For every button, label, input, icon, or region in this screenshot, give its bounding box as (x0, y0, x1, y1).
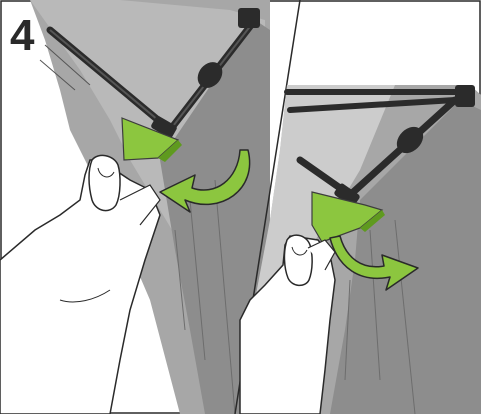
right-thumb (284, 235, 312, 285)
left-corner-bracket (238, 8, 260, 28)
right-panel (240, 85, 481, 414)
left-thumb (89, 155, 120, 210)
left-hand (0, 155, 160, 414)
right-corner-bracket (455, 85, 475, 107)
step-number: 4 (10, 11, 35, 60)
left-panel: 4 (0, 0, 270, 414)
